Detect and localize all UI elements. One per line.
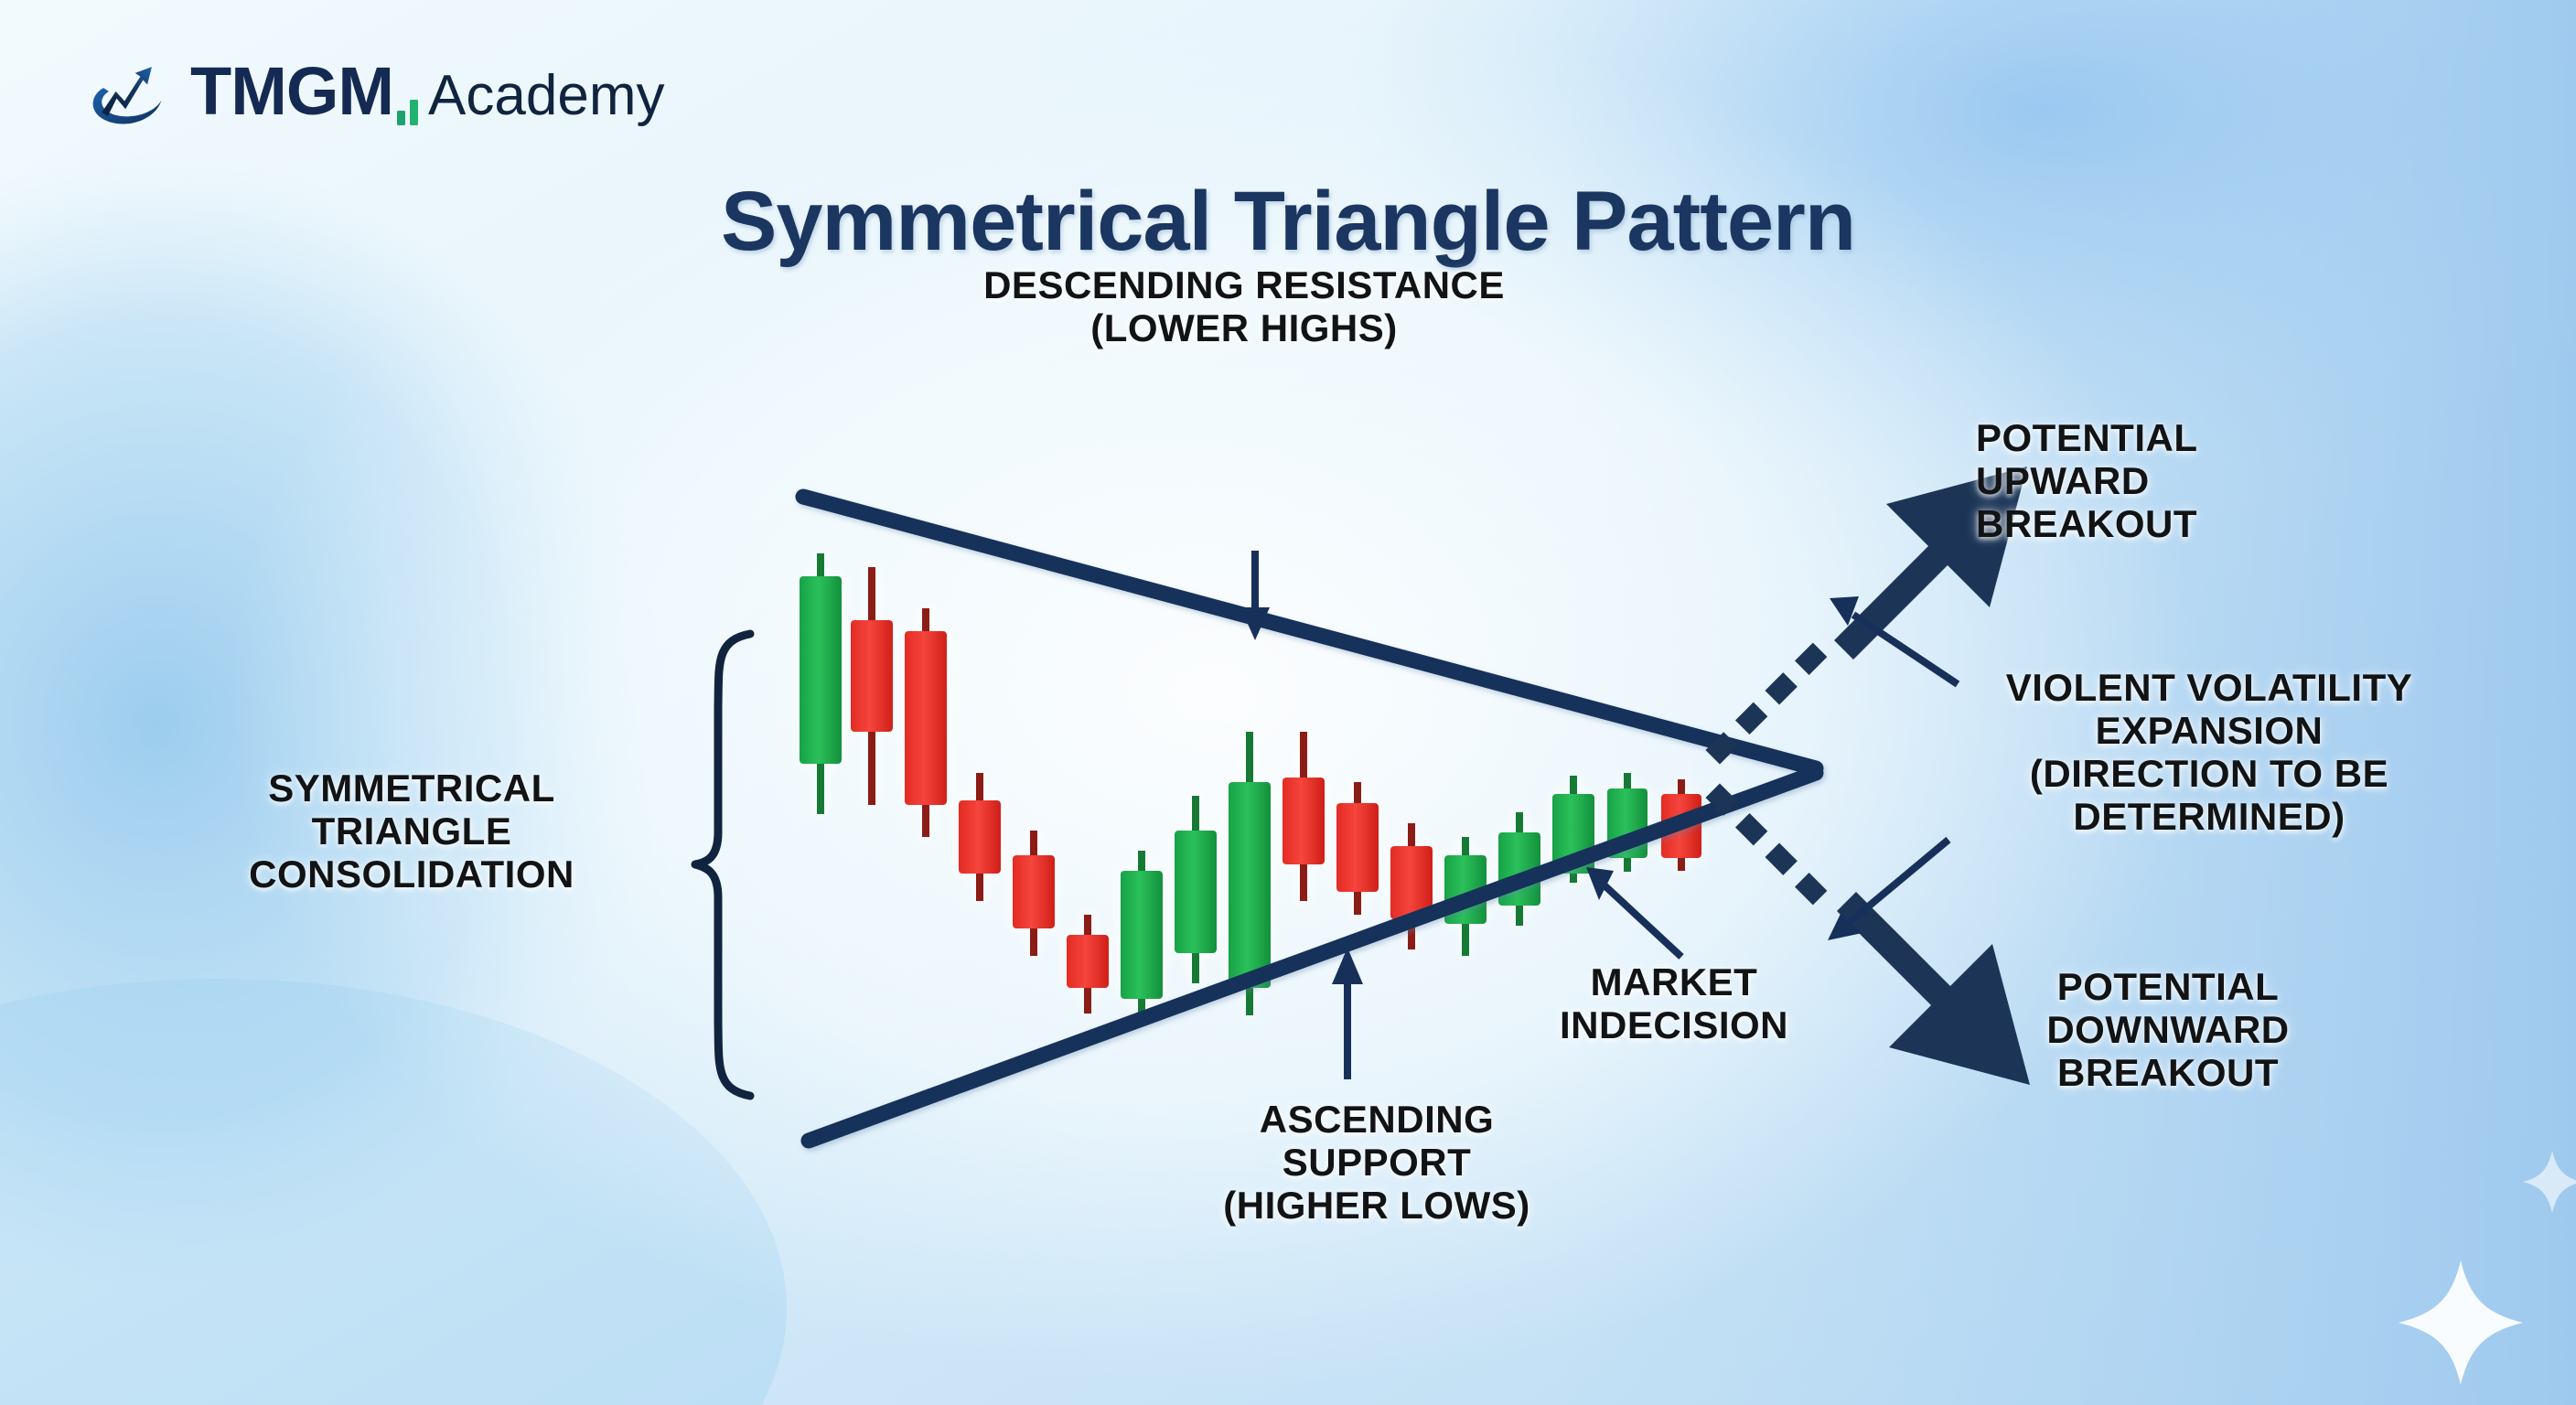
candle-10-bearish <box>1283 732 1325 901</box>
descending-resistance-line <box>795 488 1824 777</box>
triangle-trendlines <box>795 488 1824 1149</box>
candle-7-bullish <box>1121 851 1163 1020</box>
label-volatility-expansion: VIOLENT VOLATILITY EXPANSION (DIRECTION … <box>2005 666 2413 839</box>
candle-4-bearish <box>959 773 1001 901</box>
label-ascending-support: ASCENDING SUPPORT (HIGHER LOWS) <box>1223 1098 1530 1228</box>
brand-logo[interactable]: TMGM Academy <box>84 48 665 135</box>
sparkle-icon <box>2399 1260 2523 1385</box>
candle-12-bearish <box>1390 823 1433 949</box>
candle-5-bearish <box>1013 831 1055 956</box>
background-core-glow <box>229 0 2205 1390</box>
candle-8-bullish <box>1175 796 1217 983</box>
potential-downward-breakout-arrow <box>1705 783 2030 1085</box>
candle-2-bearish <box>851 567 893 805</box>
sparkle-small-icon <box>2523 1151 2576 1213</box>
consolidation-brace <box>691 629 755 1100</box>
support-pointer <box>1332 948 1363 1079</box>
volatility-pointer-lower <box>1828 836 1951 940</box>
candle-6-bearish <box>1067 915 1109 1014</box>
label-market-indecision: MARKET INDECISION <box>1559 960 1789 1047</box>
label-descending-resistance: DESCENDING RESISTANCE (LOWER HIGHS) <box>983 263 1505 350</box>
page-title: Symmetrical Triangle Pattern <box>720 175 1856 268</box>
uptrend-arrow-swoosh-icon <box>92 67 162 124</box>
label-upward-breakout: POTENTIAL UPWARD BREAKOUT <box>1976 416 2198 546</box>
candle-16-bullish <box>1607 773 1648 872</box>
volatility-pointer-upper <box>1830 596 1960 688</box>
potential-upward-breakout-arrow <box>1705 467 2027 765</box>
label-downward-breakout: POTENTIAL DOWNWARD BREAKOUT <box>2046 965 2290 1095</box>
brand-wordmark: TMGM Academy <box>190 58 665 125</box>
candle-11-bearish <box>1336 782 1379 915</box>
candle-9-bullish <box>1229 732 1271 1015</box>
green-bar-chart-icon <box>397 100 419 125</box>
label-triangle-consolidation: SYMMETRICAL TRIANGLE CONSOLIDATION <box>249 767 574 896</box>
ascending-support-line <box>800 765 1824 1149</box>
brand-suffix: Academy <box>428 64 665 127</box>
resistance-pointer <box>1240 551 1270 640</box>
indecision-pointer <box>1586 867 1684 960</box>
candle-1-bullish <box>800 553 842 814</box>
candle-3-bearish <box>905 608 947 837</box>
brand-name: TMGM <box>190 53 394 129</box>
